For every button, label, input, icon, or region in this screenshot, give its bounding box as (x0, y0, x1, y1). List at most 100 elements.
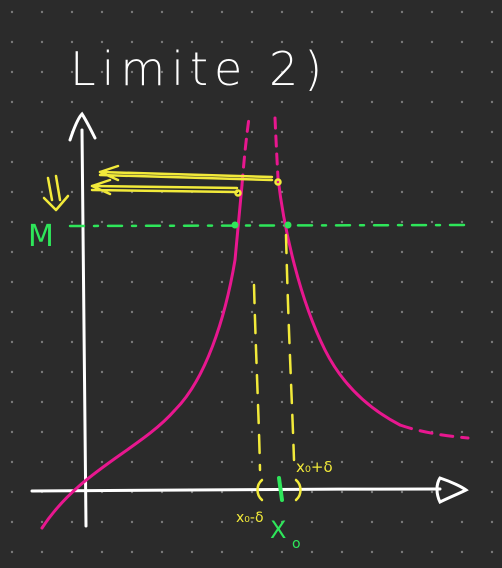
grid-dot (190, 40, 194, 44)
grid-dot (70, 310, 74, 314)
grid-dot (490, 520, 494, 524)
grid-dot (460, 460, 464, 464)
grid-dot (70, 430, 74, 434)
grid-dot (250, 100, 254, 104)
grid-dot (100, 370, 104, 374)
grid-dot (40, 370, 44, 374)
grid-dot (340, 10, 344, 14)
grid-dot (220, 520, 224, 524)
grid-dot (160, 250, 164, 254)
grid-dot (190, 370, 194, 374)
grid-dot (400, 40, 404, 44)
grid-dot (310, 190, 314, 194)
curve-left-branch (40, 183, 244, 530)
grid-dot (10, 40, 14, 44)
grid-dot (100, 340, 104, 344)
grid-dot (400, 250, 404, 254)
grid-dot (280, 70, 284, 74)
grid-dot (220, 370, 224, 374)
grid-dot (310, 550, 314, 554)
grid-dot (430, 100, 434, 104)
grid-dot (220, 340, 224, 344)
grid-dot (40, 280, 44, 284)
grid-dot (400, 430, 404, 434)
grid-dot (190, 520, 194, 524)
grid-dot (460, 100, 464, 104)
grid-dot (250, 460, 254, 464)
grid-dot (250, 400, 254, 404)
grid-dot (340, 340, 344, 344)
grid-dot (160, 40, 164, 44)
grid-dot (40, 160, 44, 164)
grid-dot (340, 460, 344, 464)
grid-dot (130, 250, 134, 254)
grid-dot (430, 460, 434, 464)
grid-dot (340, 70, 344, 74)
grid-dot (310, 400, 314, 404)
grid-dot (250, 70, 254, 74)
yellow-arrows (42, 164, 282, 212)
grid-dot (490, 370, 494, 374)
grid-dot (160, 220, 164, 224)
grid-dot (220, 160, 224, 164)
grid-dot (310, 310, 314, 314)
grid-dot (70, 520, 74, 524)
x0-tick (277, 476, 284, 502)
grid-dot (370, 100, 374, 104)
grid-dot (190, 160, 194, 164)
grid-dot (130, 460, 134, 464)
right-bound-label: x₀+δ (296, 458, 333, 476)
grid-dot (100, 100, 104, 104)
dot-grid (10, 10, 494, 554)
grid-dot (190, 220, 194, 224)
grid-dot (310, 430, 314, 434)
grid-dot (490, 400, 494, 404)
x0-label: X (270, 516, 286, 544)
grid-dot (250, 490, 254, 494)
grid-dot (10, 460, 14, 464)
grid-dot (340, 370, 344, 374)
grid-dot (460, 520, 464, 524)
grid-dot (310, 70, 314, 74)
grid-dot (430, 520, 434, 524)
grid-dot (490, 130, 494, 134)
grid-dot (70, 250, 74, 254)
grid-dot (400, 460, 404, 464)
grid-dot (100, 10, 104, 14)
intersection-point-left (231, 221, 239, 229)
grid-dot (100, 160, 104, 164)
grid-dot (10, 160, 14, 164)
grid-dot (40, 430, 44, 434)
grid-dot (400, 190, 404, 194)
grid-dot (250, 190, 254, 194)
grid-dot (310, 160, 314, 164)
grid-dot (280, 130, 284, 134)
grid-dot (490, 430, 494, 434)
grid-dot (340, 220, 344, 224)
grid-dot (370, 430, 374, 434)
grid-dot (280, 10, 284, 14)
grid-dot (250, 160, 254, 164)
grid-dot (100, 520, 104, 524)
page-title: Limite 2) (70, 42, 328, 96)
grid-dot (220, 100, 224, 104)
grid-dot (460, 550, 464, 554)
grid-dot (220, 550, 224, 554)
grid-dot (490, 490, 494, 494)
grid-dot (220, 460, 224, 464)
grid-dot (70, 340, 74, 344)
grid-dot (40, 10, 44, 14)
grid-dot (430, 550, 434, 554)
grid-dot (460, 190, 464, 194)
grid-dot (40, 460, 44, 464)
grid-dot (100, 550, 104, 554)
grid-dot (340, 160, 344, 164)
grid-dot (310, 100, 314, 104)
grid-dot (190, 280, 194, 284)
grid-dot (10, 430, 14, 434)
intersection-point-right (284, 221, 292, 229)
grid-dot (370, 190, 374, 194)
grid-dot (370, 520, 374, 524)
grid-dot (460, 220, 464, 224)
grid-dot (400, 490, 404, 494)
